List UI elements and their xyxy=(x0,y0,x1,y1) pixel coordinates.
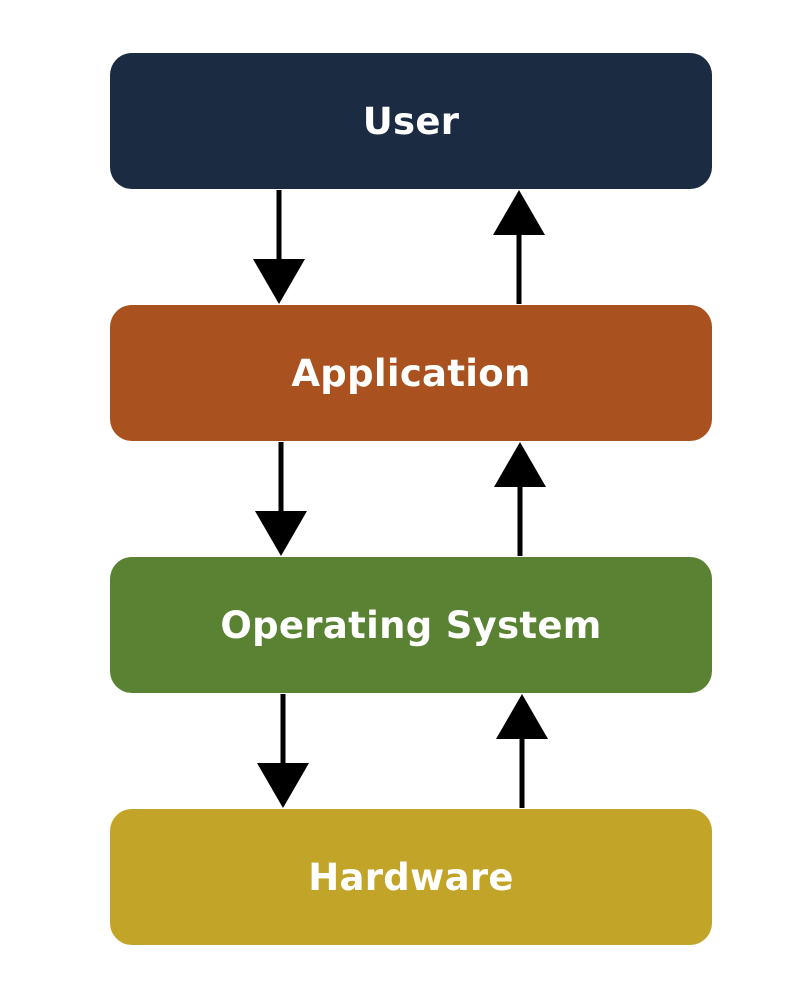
arrow-up-hardware-to-operating-system xyxy=(496,694,548,808)
layer-box-user: User xyxy=(110,53,712,189)
arrow-down-application-to-operating-system xyxy=(255,442,307,556)
arrow-up-operating-system-to-application xyxy=(494,442,546,556)
layer-label-user: User xyxy=(362,99,460,143)
layer-label-operating-system: Operating System xyxy=(220,603,602,647)
layer-label-hardware: Hardware xyxy=(308,855,514,899)
layer-box-application: Application xyxy=(110,305,712,441)
layer-box-hardware: Hardware xyxy=(110,809,712,945)
arrow-up-application-to-user xyxy=(493,190,545,304)
layer-box-operating-system: Operating System xyxy=(110,557,712,693)
arrow-down-operating-system-to-hardware xyxy=(257,694,309,808)
layer-label-application: Application xyxy=(291,351,531,395)
arrow-down-user-to-application xyxy=(253,190,305,304)
